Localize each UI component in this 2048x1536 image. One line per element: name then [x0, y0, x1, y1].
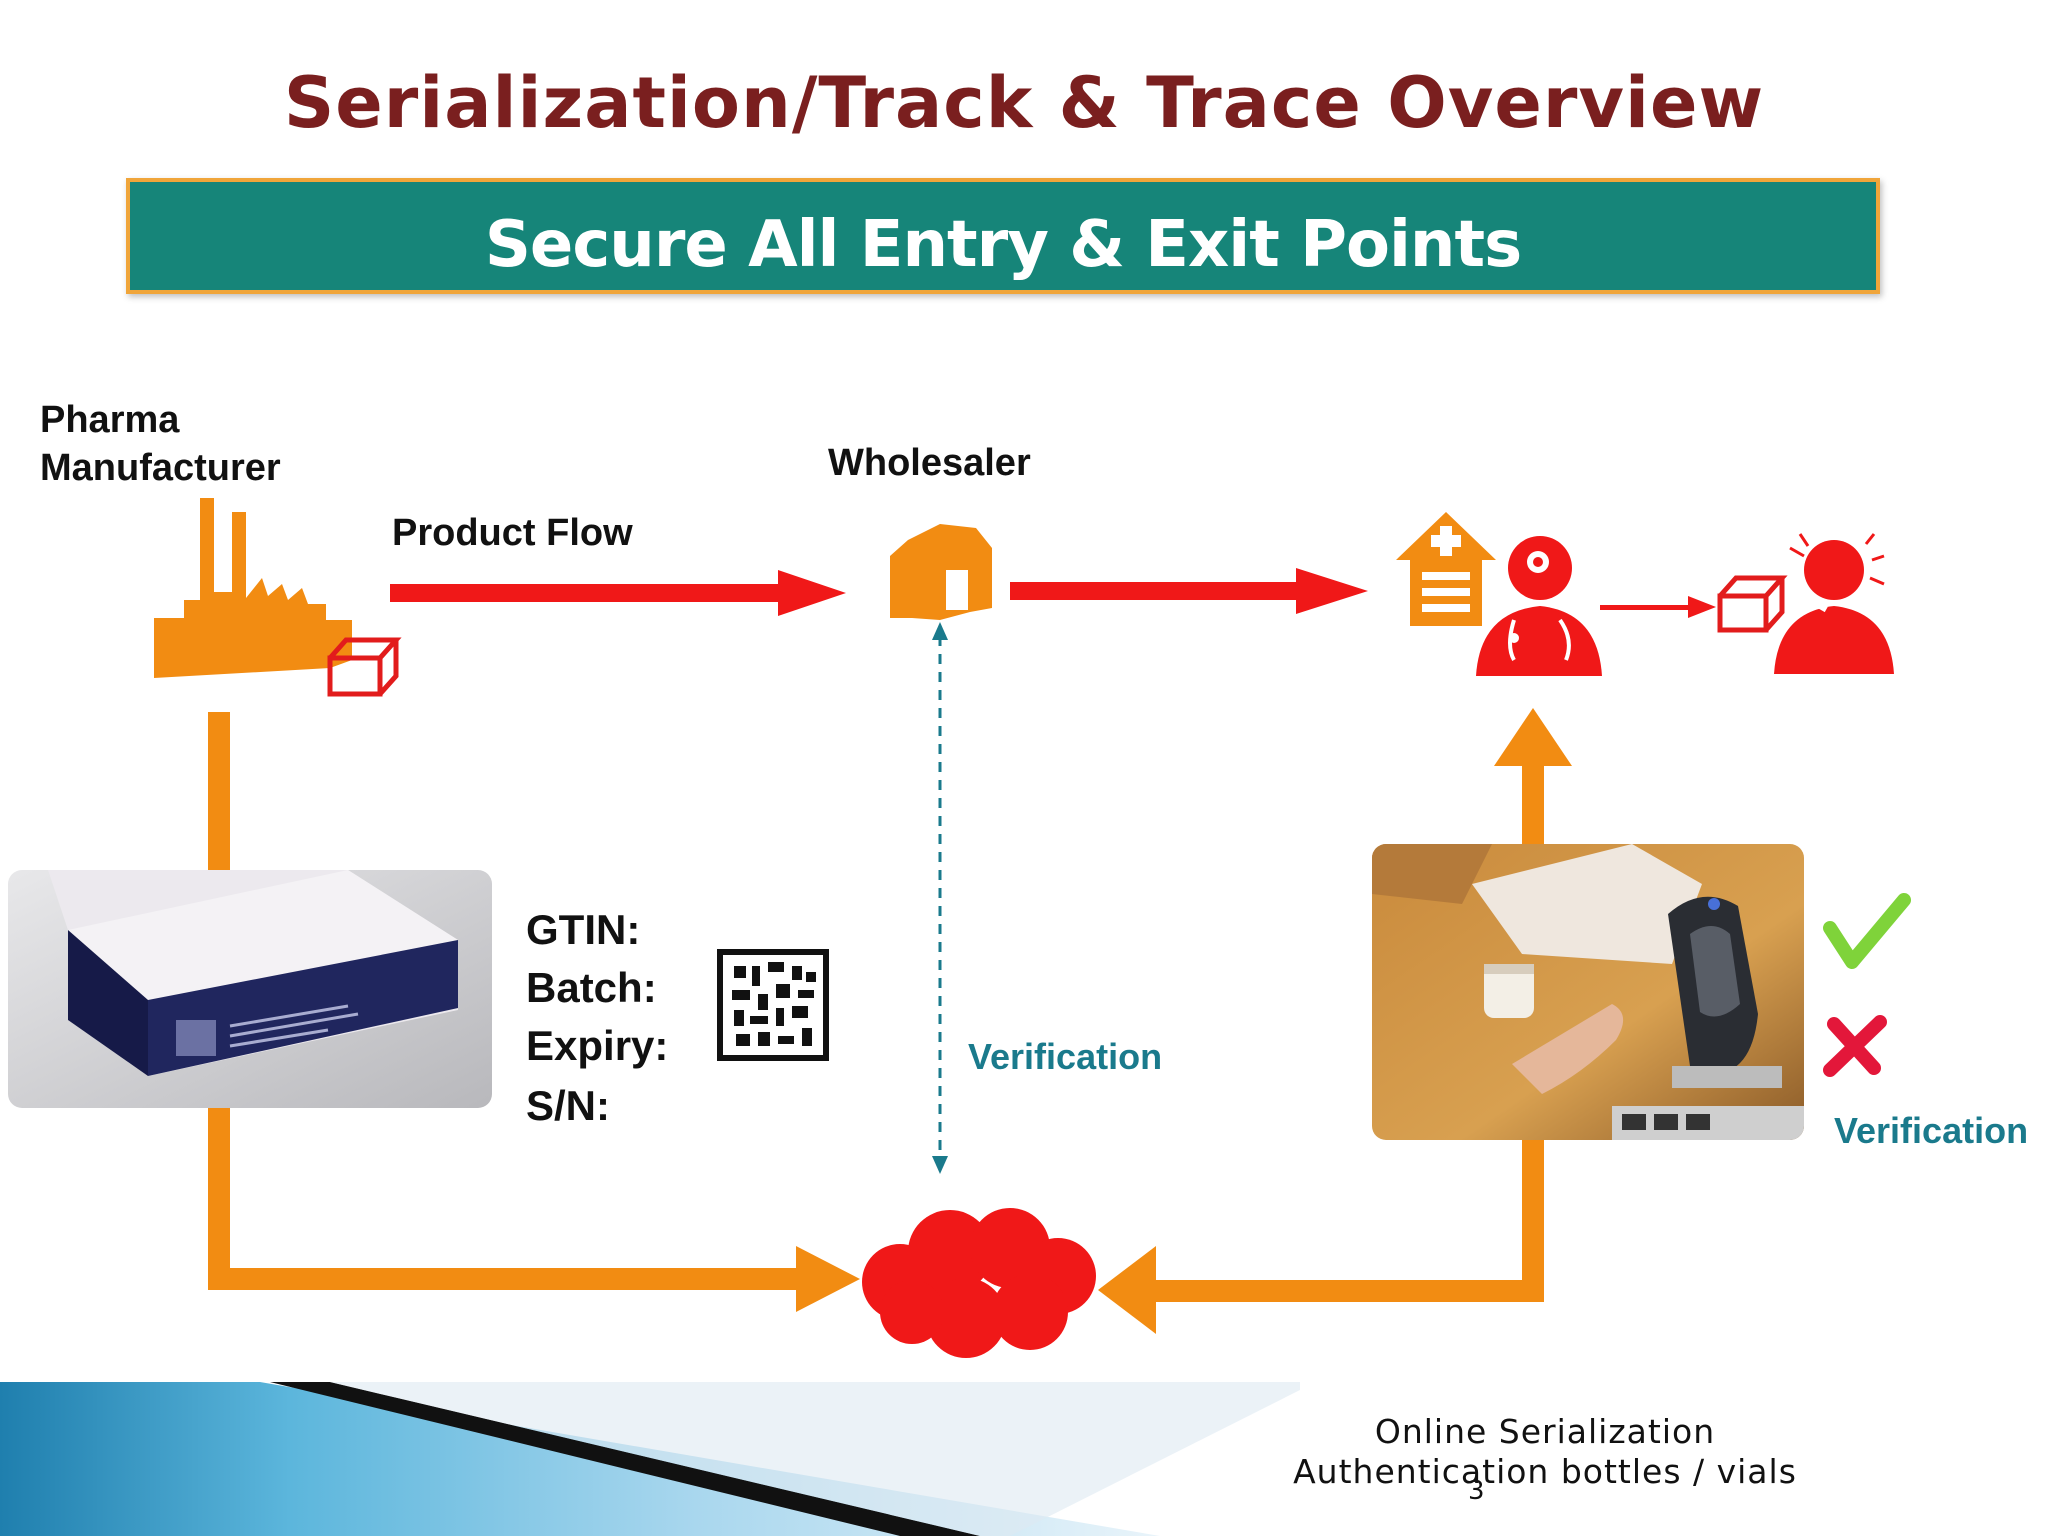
manufacturer-label-line2: Manufacturer — [40, 447, 281, 489]
field-gtin: GTIN: — [526, 906, 641, 953]
product-flow-label: Product Flow — [392, 512, 633, 554]
product-flow-arrow-3 — [1600, 596, 1716, 618]
banner: Secure All Entry & Exit Points — [126, 178, 1880, 294]
box-icon-patient — [1717, 575, 1788, 633]
doctor-icon — [1476, 536, 1602, 676]
wholesaler-label: Wholesaler — [828, 442, 1031, 484]
cross-icon — [1823, 1015, 1887, 1077]
field-serial-number: S/N: — [526, 1082, 610, 1129]
manufacturer-label-line1: Pharma — [40, 399, 180, 441]
checkmark-icon — [1823, 893, 1911, 969]
factory-icon — [154, 498, 352, 678]
cloud-icon — [862, 1208, 1096, 1358]
field-expiry: Expiry: — [526, 1022, 669, 1069]
manufacturer-label: Pharma Manufacturer — [40, 396, 281, 492]
page-number: 3 — [1468, 1476, 1485, 1506]
footer-line2: Authentication bottles / vials — [1293, 1452, 1797, 1491]
product-flow-arrow-2 — [1010, 568, 1368, 614]
footer-swoosh — [0, 1382, 1300, 1536]
page-title: Serialization/Track & Trace Overview — [283, 62, 1765, 144]
scanner-photo — [1372, 844, 1804, 1140]
box-icon — [327, 637, 402, 697]
product-box-photo — [8, 870, 492, 1108]
banner-text: Secure All Entry & Exit Points — [484, 208, 1522, 282]
verification-dashed-arrow — [932, 622, 948, 1174]
qr-code-icon — [717, 949, 829, 1061]
patient-icon — [1774, 533, 1894, 674]
scanner-image — [1372, 844, 1804, 1140]
product-flow-arrow-1 — [390, 570, 846, 616]
product-box-image — [8, 870, 492, 1108]
footer-line1: Online Serialization — [1374, 1412, 1716, 1451]
warehouse-icon — [890, 524, 992, 620]
verification-label-right: Verification — [1834, 1110, 2029, 1151]
field-batch: Batch: — [526, 964, 657, 1011]
verification-label-center: Verification — [968, 1036, 1163, 1077]
pharmacy-icon — [1396, 512, 1496, 626]
